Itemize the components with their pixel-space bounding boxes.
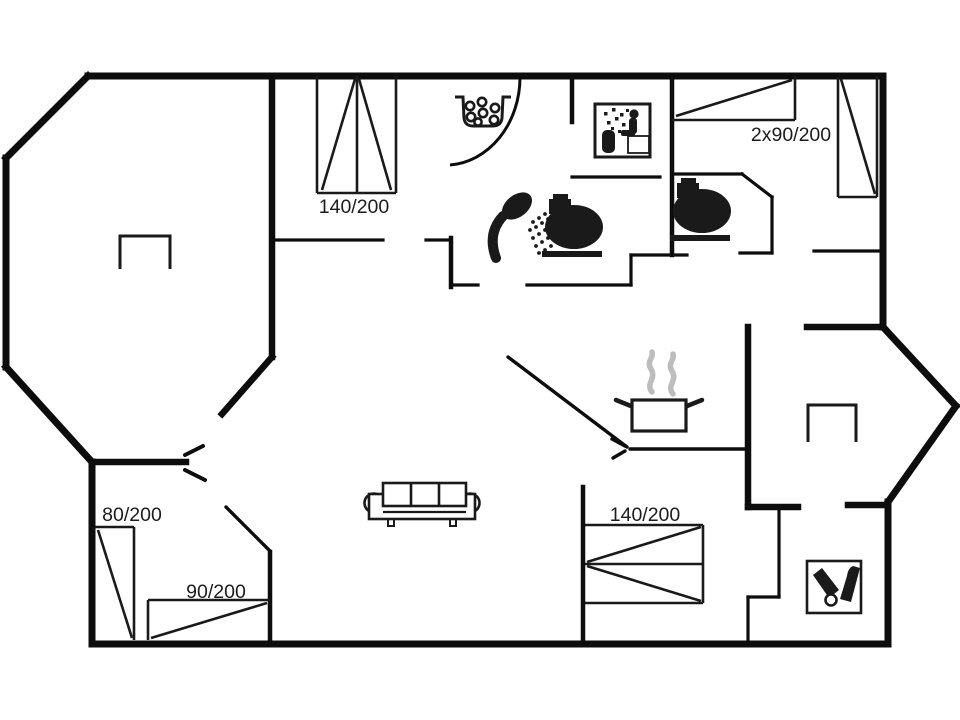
bed-label-top-140: 140/200 (319, 196, 390, 218)
door-leaf-bedroom-left (224, 505, 272, 553)
bed-labels: 140/200 2x90/200 80/200 90/200 140/200 (102, 124, 831, 603)
sauna-icon (593, 102, 652, 159)
bed-label-bottom-140: 140/200 (610, 504, 681, 526)
interior-walls-medium (267, 73, 675, 644)
shower-icon (487, 192, 553, 263)
steam-icon (646, 349, 677, 397)
interior-walls-thick (88, 72, 892, 511)
bed-label-left-90: 90/200 (186, 581, 246, 603)
kitchen-counter (506, 355, 750, 460)
door-tick-marks (183, 444, 207, 482)
bed-top-140 (315, 76, 398, 195)
toilet-icon-wc (670, 178, 731, 241)
fireplace-icon-bay-room (806, 403, 858, 442)
exterior-walls (1, 71, 960, 648)
bed-right-2x90-vertical (836, 76, 879, 199)
fireplace-icon-living-room (118, 234, 172, 269)
bed-right-2x90-horizontal (672, 76, 797, 122)
interior-walls-thin (270, 171, 885, 646)
bed-bottom-140 (585, 523, 705, 605)
bed-label-right-2x90: 2x90/200 (751, 124, 831, 146)
cooking-pot-icon (613, 397, 705, 433)
washing-machine-icon (455, 95, 511, 128)
bottles-icon (805, 559, 863, 615)
bed-left-80 (95, 525, 136, 640)
bed-label-left-80: 80/200 (102, 504, 162, 526)
bed-left-90 (146, 598, 270, 640)
door-swing-arc (449, 77, 522, 167)
sofa-icon (363, 481, 481, 527)
toilet-icon-bathroom (542, 194, 603, 257)
